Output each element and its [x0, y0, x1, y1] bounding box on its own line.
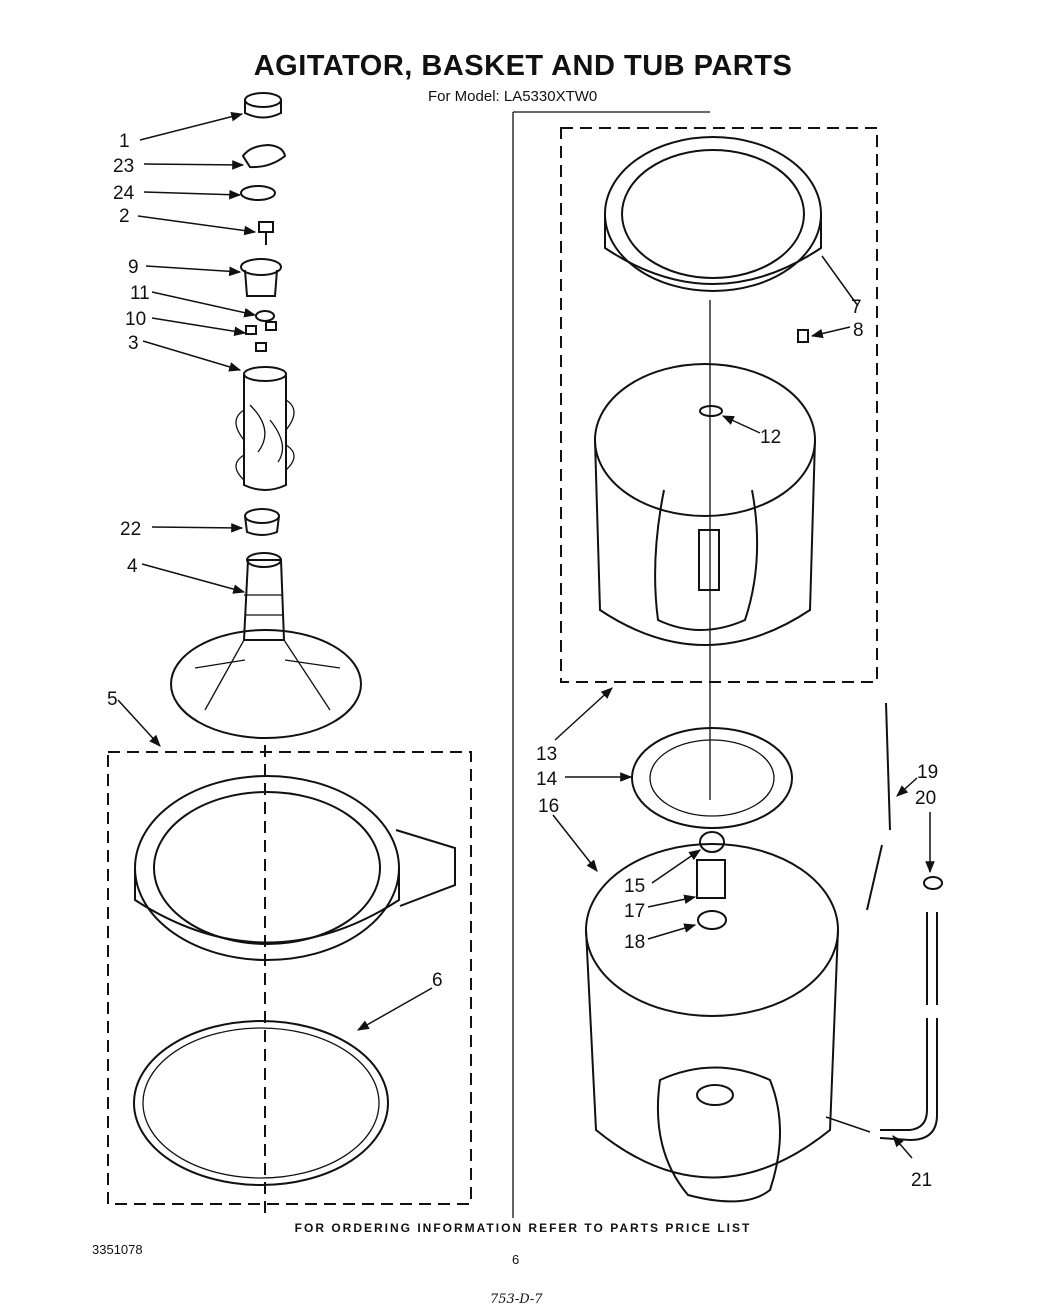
callout-2: 2 [119, 206, 130, 227]
callout-18: 18 [624, 932, 645, 953]
callout-1: 1 [119, 131, 130, 152]
part-19-hose [866, 702, 891, 911]
part-1-agitator-cap [244, 92, 282, 119]
part-3-agitator-auger [235, 366, 295, 491]
part-15-17-18-hub-parts [696, 831, 727, 930]
callout-24: 24 [113, 183, 135, 204]
group-box-5-6 [107, 751, 472, 1205]
part-22-coupling [244, 508, 280, 536]
part-9-dog-retainer [240, 258, 282, 297]
callout-20: 20 [915, 788, 936, 809]
part-11-spring [255, 310, 275, 322]
group-box-basket [560, 127, 878, 683]
page-number: 6 [512, 1252, 520, 1267]
callout-15: 15 [624, 876, 645, 897]
page-title: AGITATOR, BASKET AND TUB PARTS [253, 50, 793, 82]
callout-11: 11 [130, 283, 150, 304]
callout-21: 21 [911, 1170, 932, 1191]
callout-14: 14 [536, 769, 558, 790]
callout-9: 9 [128, 257, 139, 278]
part-2-bolt [258, 221, 274, 245]
part-7-balance-ring [604, 136, 822, 292]
part-6-tub-seal [133, 1020, 389, 1186]
model-subtitle: For Model: LA5330XTW0 [428, 88, 598, 105]
part-4-agitator-base [170, 552, 362, 739]
callout-12: 12 [760, 427, 781, 448]
part-24-seal-ring [240, 185, 276, 201]
callout-10: 10 [125, 309, 146, 330]
part-12-basket [594, 363, 816, 646]
callout-13: 13 [536, 744, 557, 765]
part-20-clamp [923, 876, 943, 890]
callout-7: 7 [851, 297, 862, 318]
ordering-footer: FOR ORDERING INFORMATION REFER TO PARTS … [294, 1221, 752, 1235]
part-21-drain-hose [879, 912, 938, 1142]
callout-6: 6 [432, 970, 443, 991]
part-10-dogs [245, 321, 277, 352]
part-8-screw [797, 329, 809, 343]
part-14-brake [631, 727, 793, 829]
leader-lines [117, 112, 935, 1159]
callout-8: 8 [853, 320, 864, 341]
callout-3: 3 [128, 333, 139, 354]
part-5-tub-ring [134, 775, 456, 961]
callout-16: 16 [538, 796, 559, 817]
callout-4: 4 [127, 556, 138, 577]
callout-23: 23 [113, 156, 134, 177]
handwritten-note: 753-D-7 [490, 1292, 543, 1307]
callout-17: 17 [624, 901, 645, 922]
part-23-cam [241, 143, 287, 169]
callout-19: 19 [917, 762, 938, 783]
part-16-outer-tub [585, 843, 839, 1203]
callout-22: 22 [120, 519, 141, 540]
document-number: 3351078 [92, 1242, 143, 1257]
callout-5: 5 [107, 689, 118, 710]
